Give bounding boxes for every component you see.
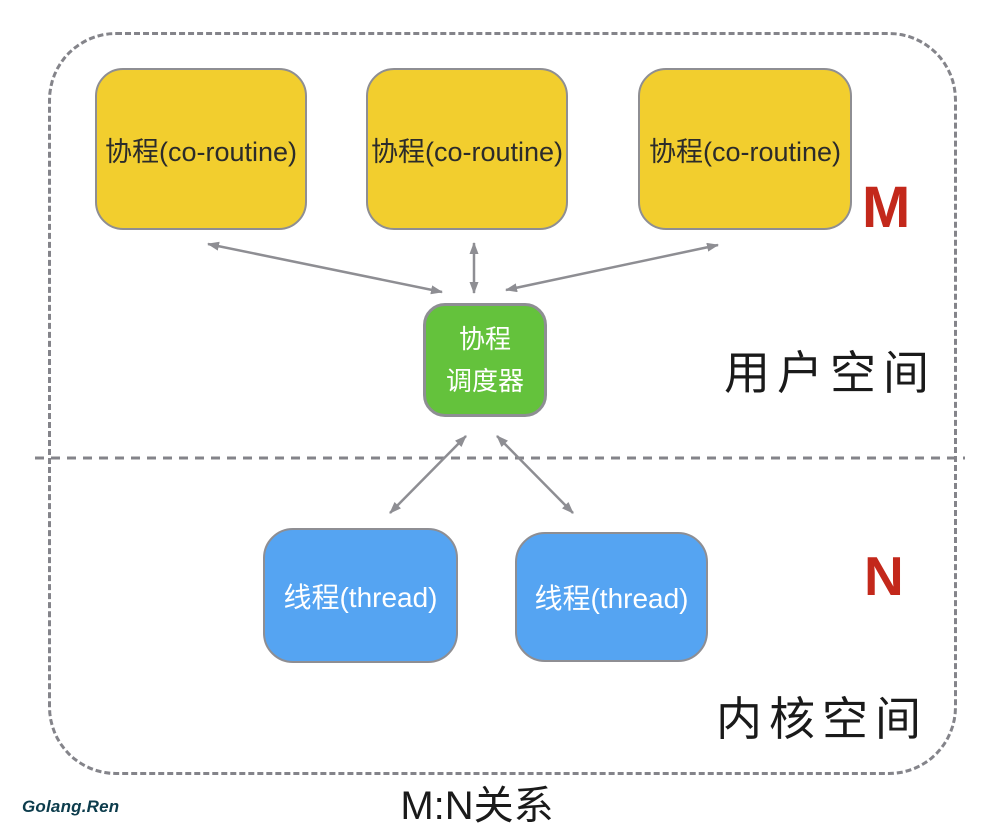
kernel-space-label: 内核空间 bbox=[716, 693, 928, 745]
m-count-label: M bbox=[862, 175, 911, 240]
watermark: Golang.Ren bbox=[22, 797, 120, 816]
thread-box-2: 线程(thread) bbox=[515, 532, 708, 662]
thread-label: 线程(thread) bbox=[283, 581, 438, 613]
thread-label: 线程(thread) bbox=[534, 583, 689, 614]
coroutine-box-1: 协程(co-routine) bbox=[95, 68, 307, 230]
thread-box-1: 线程(thread) bbox=[263, 528, 458, 663]
scheduler-label-line2: 调度器 bbox=[445, 366, 524, 396]
system-boundary bbox=[48, 32, 957, 775]
coroutine-label: 协程(co-routine) bbox=[370, 136, 564, 167]
scheduler-label-line1: 协程 bbox=[458, 324, 511, 354]
coroutine-label: 协程(co-routine) bbox=[648, 136, 842, 167]
scheduler-box: 协程 调度器 bbox=[423, 303, 547, 417]
coroutine-box-3: 协程(co-routine) bbox=[638, 68, 852, 230]
n-count-label: N bbox=[864, 545, 904, 607]
user-space-label: 用户空间 bbox=[724, 347, 936, 399]
diagram-title: M:N关系 bbox=[400, 784, 554, 828]
coroutine-label: 协程(co-routine) bbox=[104, 136, 298, 167]
coroutine-box-2: 协程(co-routine) bbox=[366, 68, 568, 230]
